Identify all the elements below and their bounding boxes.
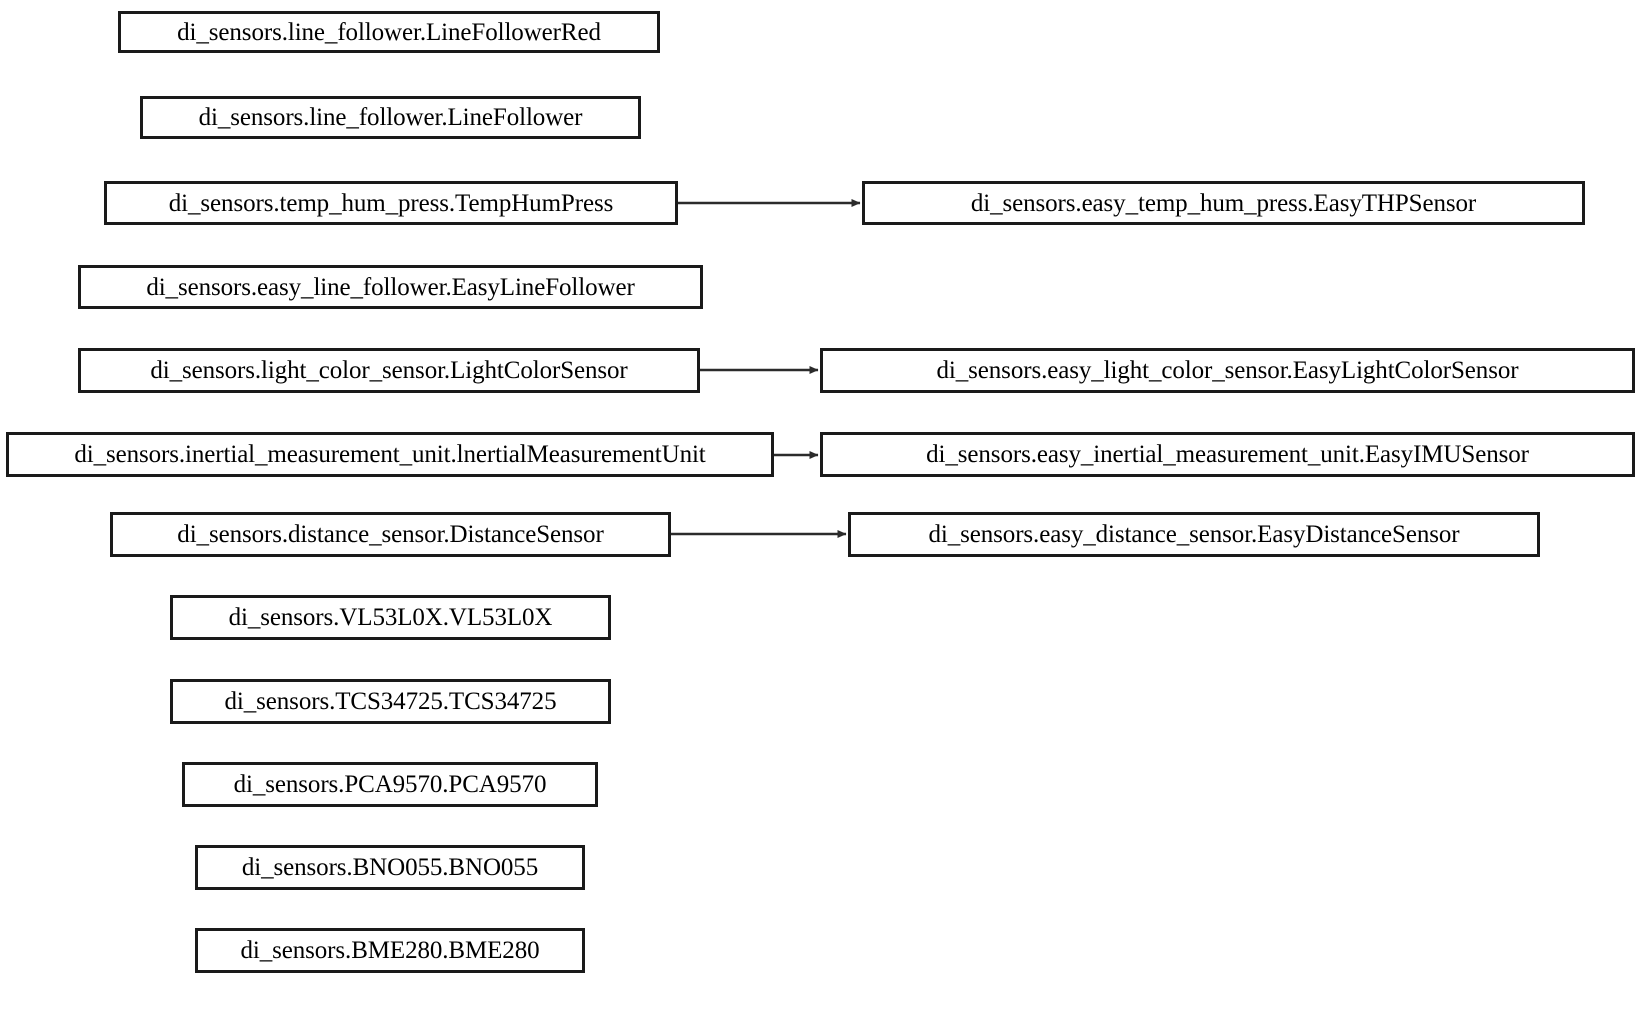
class-node-label: di_sensors.easy_light_color_sensor.EasyL… (936, 357, 1519, 384)
class-node-tcs34725[interactable]: di_sensors.TCS34725.TCS34725 (170, 679, 611, 724)
class-node-easy_thp_sensor[interactable]: di_sensors.easy_temp_hum_press.EasyTHPSe… (862, 181, 1585, 225)
class-node-temp_hum_press[interactable]: di_sensors.temp_hum_press.TempHumPress (104, 181, 678, 225)
class-node-line_follower[interactable]: di_sensors.line_follower.LineFollower (140, 96, 641, 139)
class-node-label: di_sensors.easy_temp_hum_press.EasyTHPSe… (970, 189, 1477, 217)
class-node-inertial_measurement_unit[interactable]: di_sensors.inertial_measurement_unit.lne… (6, 432, 774, 477)
class-node-label: di_sensors.PCA9570.PCA9570 (233, 771, 547, 798)
class-node-label: di_sensors.easy_line_follower.EasyLineFo… (146, 273, 635, 301)
class-node-easy_imu_sensor[interactable]: di_sensors.easy_inertial_measurement_uni… (820, 432, 1635, 477)
class-node-label: di_sensors.easy_inertial_measurement_uni… (926, 441, 1529, 468)
class-node-label: di_sensors.TCS34725.TCS34725 (224, 688, 557, 715)
class-node-line_follower_red[interactable]: di_sensors.line_follower.LineFollowerRed (118, 11, 660, 53)
class-node-pca9570[interactable]: di_sensors.PCA9570.PCA9570 (182, 762, 598, 807)
class-node-easy_line_follower[interactable]: di_sensors.easy_line_follower.EasyLineFo… (78, 265, 703, 309)
class-node-label: di_sensors.temp_hum_press.TempHumPress (168, 189, 614, 217)
class-node-label: di_sensors.line_follower.LineFollowerRed (177, 18, 601, 46)
class-node-label: di_sensors.VL53L0X.VL53L0X (228, 604, 553, 631)
class-node-label: di_sensors.light_color_sensor.LightColor… (150, 357, 628, 384)
class-node-easy_light_color_sensor[interactable]: di_sensors.easy_light_color_sensor.EasyL… (820, 348, 1635, 393)
class-node-label: di_sensors.easy_distance_sensor.EasyDist… (928, 521, 1460, 548)
class-node-label: di_sensors.BME280.BME280 (240, 937, 540, 964)
class-node-easy_distance_sensor[interactable]: di_sensors.easy_distance_sensor.EasyDist… (848, 512, 1540, 557)
class-node-distance_sensor[interactable]: di_sensors.distance_sensor.DistanceSenso… (110, 512, 671, 557)
class-node-label: di_sensors.line_follower.LineFollower (198, 104, 583, 131)
class-node-bno055[interactable]: di_sensors.BNO055.BNO055 (195, 845, 585, 890)
class-node-label: di_sensors.BNO055.BNO055 (241, 854, 539, 881)
class-node-bme280[interactable]: di_sensors.BME280.BME280 (195, 928, 585, 973)
class-node-light_color_sensor[interactable]: di_sensors.light_color_sensor.LightColor… (78, 348, 700, 393)
class-node-vl53l0x[interactable]: di_sensors.VL53L0X.VL53L0X (170, 595, 611, 640)
class-node-label: di_sensors.distance_sensor.DistanceSenso… (177, 521, 604, 548)
class-node-label: di_sensors.inertial_measurement_unit.lne… (74, 441, 706, 468)
